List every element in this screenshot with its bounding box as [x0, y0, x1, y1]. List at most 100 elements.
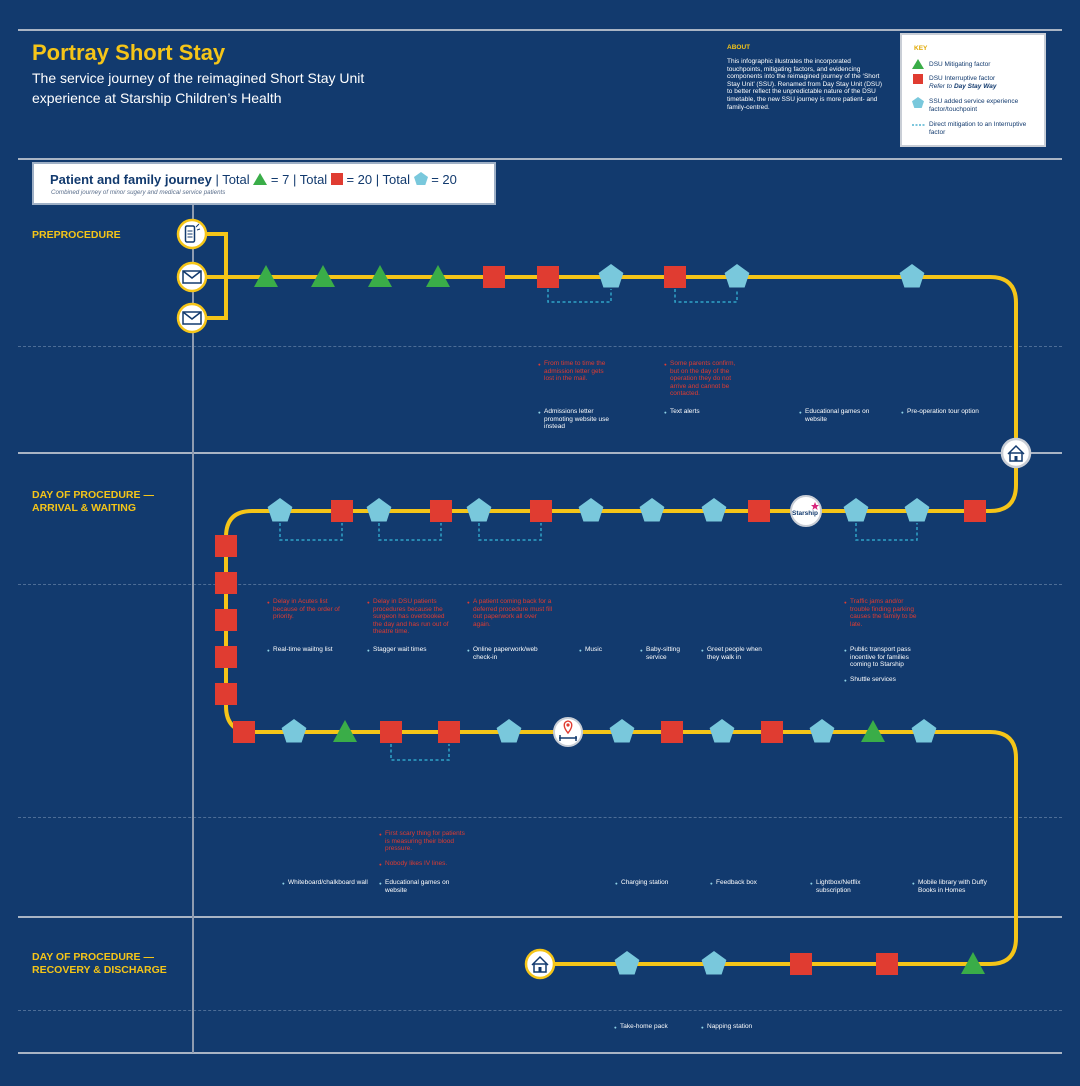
note-service: Educational games on website	[799, 408, 885, 423]
note-service: Feedback box	[710, 879, 786, 887]
note-service: Take-home pack	[614, 1023, 690, 1031]
note-service: Napping station	[701, 1023, 777, 1031]
starship-logo-text: Starship	[792, 510, 818, 517]
divider-dashed	[18, 584, 1062, 585]
interruptive-factor-marker	[530, 500, 552, 522]
envelope-icon	[176, 261, 208, 293]
service-touchpoint-marker	[609, 719, 635, 743]
mitigation-link	[279, 523, 343, 541]
top-rule	[18, 29, 1062, 31]
bottom-rule	[18, 1052, 1062, 1054]
pentagon-icon	[912, 97, 924, 108]
stage-recovery: DAY OF PROCEDURE — RECOVERY & DISCHARGE	[32, 951, 167, 976]
mitigation-link	[390, 744, 450, 761]
interruptive-factor-marker	[964, 500, 986, 522]
divider-dashed	[18, 1010, 1062, 1011]
about-text: This infographic illustrates the incorpo…	[727, 58, 883, 111]
mitigating-factor-marker	[861, 720, 885, 742]
square-icon	[913, 74, 923, 84]
journey-summary-box: Patient and family journey | Total = 7 |…	[32, 162, 496, 205]
legend-service: SSU added service experience factor/touc…	[929, 98, 1019, 113]
service-touchpoint-marker	[598, 264, 624, 288]
note-interruptive: Traffic jams and/or trouble finding park…	[844, 598, 922, 628]
legend-mitigating: DSU Mitigating factor	[929, 61, 991, 68]
note-interruptive: Some parents confirm, but on the day of …	[664, 360, 742, 398]
note-service: Whiteboard/chalkboard wall	[282, 879, 373, 887]
service-touchpoint-marker	[701, 951, 727, 975]
note-interruptive: Nobody likes IV lines.	[379, 860, 465, 868]
service-touchpoint-marker	[899, 264, 925, 288]
interruptive-factor-marker	[331, 500, 353, 522]
service-touchpoint-marker	[281, 719, 307, 743]
legend-interruptive: DSU Interruptive factor	[929, 75, 996, 82]
interruptive-factor-marker	[430, 500, 452, 522]
legend-box: KEY DSU Mitigating factor DSU Interrupti…	[900, 33, 1046, 147]
note-interruptive: First scary thing for patients is measur…	[379, 830, 465, 853]
square-icon	[330, 173, 343, 185]
mitigation-link	[478, 523, 542, 541]
note-service: Public transport pass incentive for fami…	[844, 646, 930, 669]
home-icon	[524, 948, 556, 980]
service-touchpoint-marker	[614, 951, 640, 975]
mitigating-factor-marker	[426, 265, 450, 287]
note-service: Real-time waiitng list	[267, 646, 353, 654]
journey-totals: Patient and family journey | Total = 7 |…	[50, 172, 457, 187]
legend-mitigation: Direct mitigation to an Interruptive fac…	[929, 121, 1027, 136]
mitigation-link	[378, 523, 442, 541]
starship-logo-icon: Starship	[790, 495, 822, 527]
note-service: Online paperwork/web check-in	[467, 646, 553, 661]
note-service: Text alerts	[664, 408, 730, 416]
home-icon	[1000, 437, 1032, 469]
interruptive-factor-marker	[790, 953, 812, 975]
phone-icon	[176, 218, 208, 250]
interruptive-factor-marker	[537, 266, 559, 288]
note-service: Educational games on website	[379, 879, 465, 894]
note-interruptive: From time to time the admission letter g…	[538, 360, 614, 383]
note-interruptive: Delay in Acutes list because of the orde…	[267, 598, 353, 621]
service-touchpoint-marker	[267, 498, 293, 522]
interruptive-factor-marker	[438, 721, 460, 743]
note-service: Charging station	[615, 879, 691, 887]
mitigating-factor-marker	[368, 265, 392, 287]
service-touchpoint-marker	[911, 719, 937, 743]
interruptive-factor-marker	[664, 266, 686, 288]
mitigating-factor-marker	[254, 265, 278, 287]
page-subtitle: The service journey of the reimagined Sh…	[32, 70, 365, 106]
service-touchpoint-marker	[701, 498, 727, 522]
interruptive-factor-marker	[215, 535, 237, 557]
pentagon-icon	[413, 172, 428, 185]
stage-preprocedure: PREPROCEDURE	[32, 229, 121, 241]
interruptive-factor-marker	[215, 609, 237, 631]
note-service: Music	[579, 646, 625, 654]
note-service: Baby-sitting service	[640, 646, 696, 661]
mitigation-link	[674, 289, 738, 303]
interruptive-factor-marker	[215, 683, 237, 705]
mitigating-factor-marker	[961, 952, 985, 974]
service-touchpoint-marker	[809, 719, 835, 743]
legend-refer-link[interactable]: Day Stay Way	[953, 83, 997, 90]
stage-arrival: DAY OF PROCEDURE — ARRIVAL & WAITING	[32, 489, 154, 514]
interruptive-factor-marker	[876, 953, 898, 975]
legend-heading: KEY	[914, 45, 928, 52]
interruptive-factor-marker	[761, 721, 783, 743]
service-touchpoint-marker	[578, 498, 604, 522]
note-service: Pre-operation tour option	[901, 408, 997, 416]
journey-subtitle: Combined journey of minor sugery and med…	[51, 189, 226, 196]
divider-dashed	[18, 346, 1062, 347]
service-touchpoint-marker	[496, 719, 522, 743]
note-service: Greet people when they walk in	[701, 646, 769, 661]
envelope-icon	[176, 302, 208, 334]
service-touchpoint-marker	[366, 498, 392, 522]
service-touchpoint-marker	[639, 498, 665, 522]
service-touchpoint-marker	[724, 264, 750, 288]
note-service: Lightbox/Netflix subscription	[810, 879, 886, 894]
mitigation-link	[547, 289, 612, 303]
mitigation-link	[855, 523, 918, 541]
note-service: Admissions letter promoting website use …	[538, 408, 624, 431]
stage-rule-1	[18, 452, 1062, 454]
header-rule	[18, 158, 1062, 160]
interruptive-factor-marker	[483, 266, 505, 288]
note-service: Stagger wait times	[367, 646, 453, 654]
